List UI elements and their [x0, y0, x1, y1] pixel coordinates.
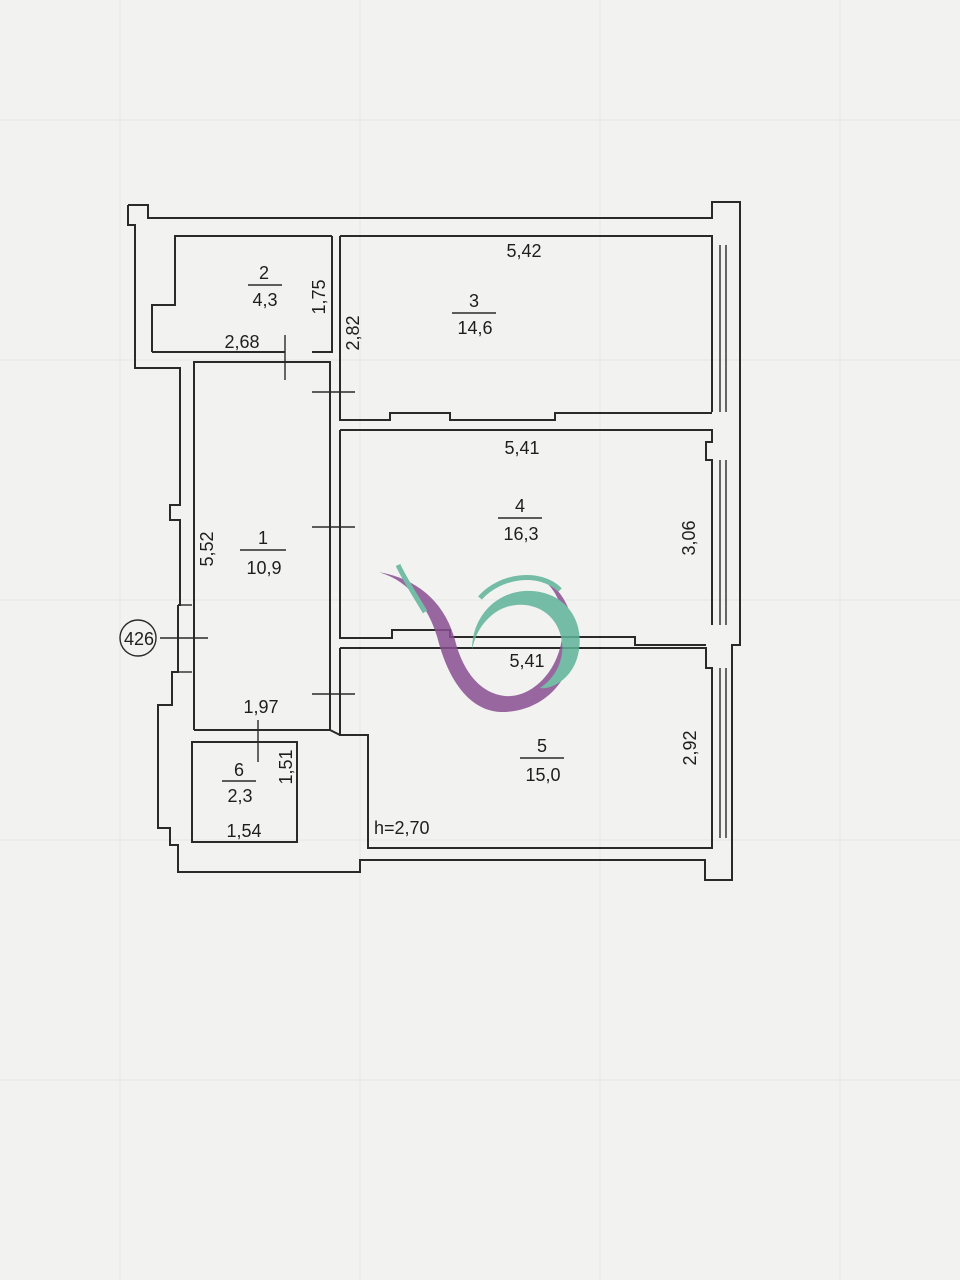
room-5-height-label: 2,92 [680, 730, 700, 765]
watermark-purple-swirl [378, 572, 574, 713]
room-1-height-label: 5,52 [197, 531, 217, 566]
room-3-walls [339, 236, 712, 421]
room-5-walls [339, 647, 713, 849]
room-3-height-label: 2,82 [343, 315, 363, 350]
room-5-area: 15,0 [525, 765, 560, 785]
room-4-height-label: 3,06 [679, 520, 699, 555]
room-6-area: 2,3 [227, 786, 252, 806]
room-4-number: 4 [515, 496, 525, 516]
swirl-logo-watermark [378, 563, 580, 713]
outer-walls [127, 201, 741, 881]
room-3-number: 3 [469, 291, 479, 311]
room-2-area: 4,3 [252, 290, 277, 310]
room-3-area: 14,6 [457, 318, 492, 338]
room-5-number: 5 [537, 736, 547, 756]
room-1-area: 10,9 [246, 558, 281, 578]
watermark-purple-tail [395, 563, 428, 614]
room-4-top-label: 5,41 [504, 438, 539, 458]
room-1-bottom-label: 1,97 [243, 697, 278, 717]
axis-marker-label: 426 [124, 629, 154, 649]
room-6-walls [191, 720, 341, 843]
axis-marker: 426 [119, 619, 157, 657]
room-5-top-label: 5,41 [509, 651, 544, 671]
ceiling-height-label: h=2,70 [374, 818, 430, 838]
room-6-number: 6 [234, 760, 244, 780]
room-1-walls [160, 361, 355, 730]
room-labels: 2 4,3 3 14,6 4 16,3 1 10,9 5 15,0 6 2,3 [222, 263, 564, 806]
room-2-number: 2 [259, 263, 269, 283]
watermark-green-arc [478, 575, 562, 600]
room-6-height-label: 1,51 [276, 749, 296, 784]
watermark-green-swirl [472, 590, 580, 689]
room-1-number: 1 [258, 528, 268, 548]
room-6-width-label: 1,54 [226, 821, 261, 841]
dimension-labels: 5,42 2,68 1,75 2,82 5,41 3,06 5,52 5,41 … [197, 241, 700, 841]
room-2-width-label: 2,68 [224, 332, 259, 352]
room-2-height-label: 1,75 [309, 279, 329, 314]
room-3-width-label: 5,42 [506, 241, 541, 261]
room-2-walls [152, 236, 333, 380]
room-4-area: 16,3 [503, 524, 538, 544]
